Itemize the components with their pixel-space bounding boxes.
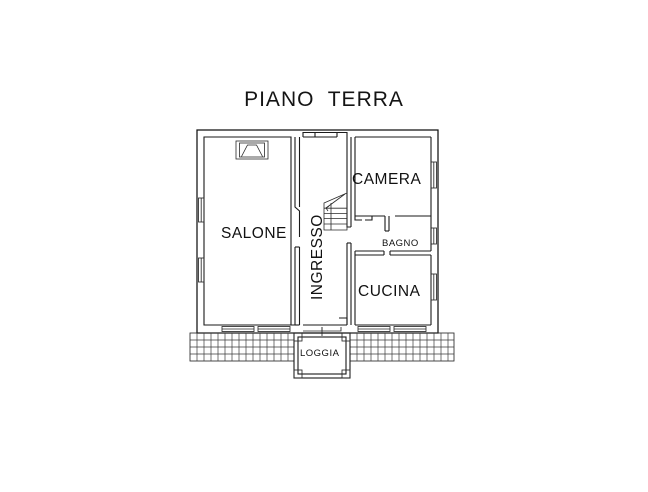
window-left-upper (198, 197, 205, 223)
room-camera: CAMERA (352, 136, 437, 216)
window-left-lower (198, 257, 205, 283)
room-label-bagno: BAGNO (382, 238, 419, 249)
partition-salone-ingresso (294, 137, 301, 326)
room-label-ingresso: INGRESSO (309, 214, 326, 300)
fireplace-icon (235, 140, 269, 160)
room-label-loggia: LOGGIA (300, 348, 340, 359)
staircase-icon (323, 192, 348, 231)
window-bottom-3 (357, 326, 391, 332)
window-right-lower (430, 273, 437, 301)
room-bagno: BAGNO (354, 197, 437, 256)
exterior-steps-right (349, 332, 455, 362)
room-label-camera: CAMERA (352, 171, 421, 188)
room-label-cucina: CUCINA (358, 283, 421, 300)
window-bottom-2 (257, 326, 291, 332)
room-cucina: CUCINA (354, 255, 437, 325)
room-ingresso: INGRESSO (302, 131, 352, 325)
window-right-upper (430, 161, 437, 189)
page-title: PIANO TERRA (244, 88, 404, 111)
window-bottom-4 (393, 326, 427, 332)
room-label-salone: SALONE (221, 225, 287, 242)
window-bottom-1 (221, 326, 255, 332)
exterior-steps-left (189, 332, 295, 362)
room-salone: SALONE (198, 140, 287, 283)
room-loggia: LOGGIA (293, 332, 351, 379)
window-right-mid (430, 227, 437, 245)
entry-door (303, 327, 342, 336)
bottom-wall-group (204, 324, 431, 336)
